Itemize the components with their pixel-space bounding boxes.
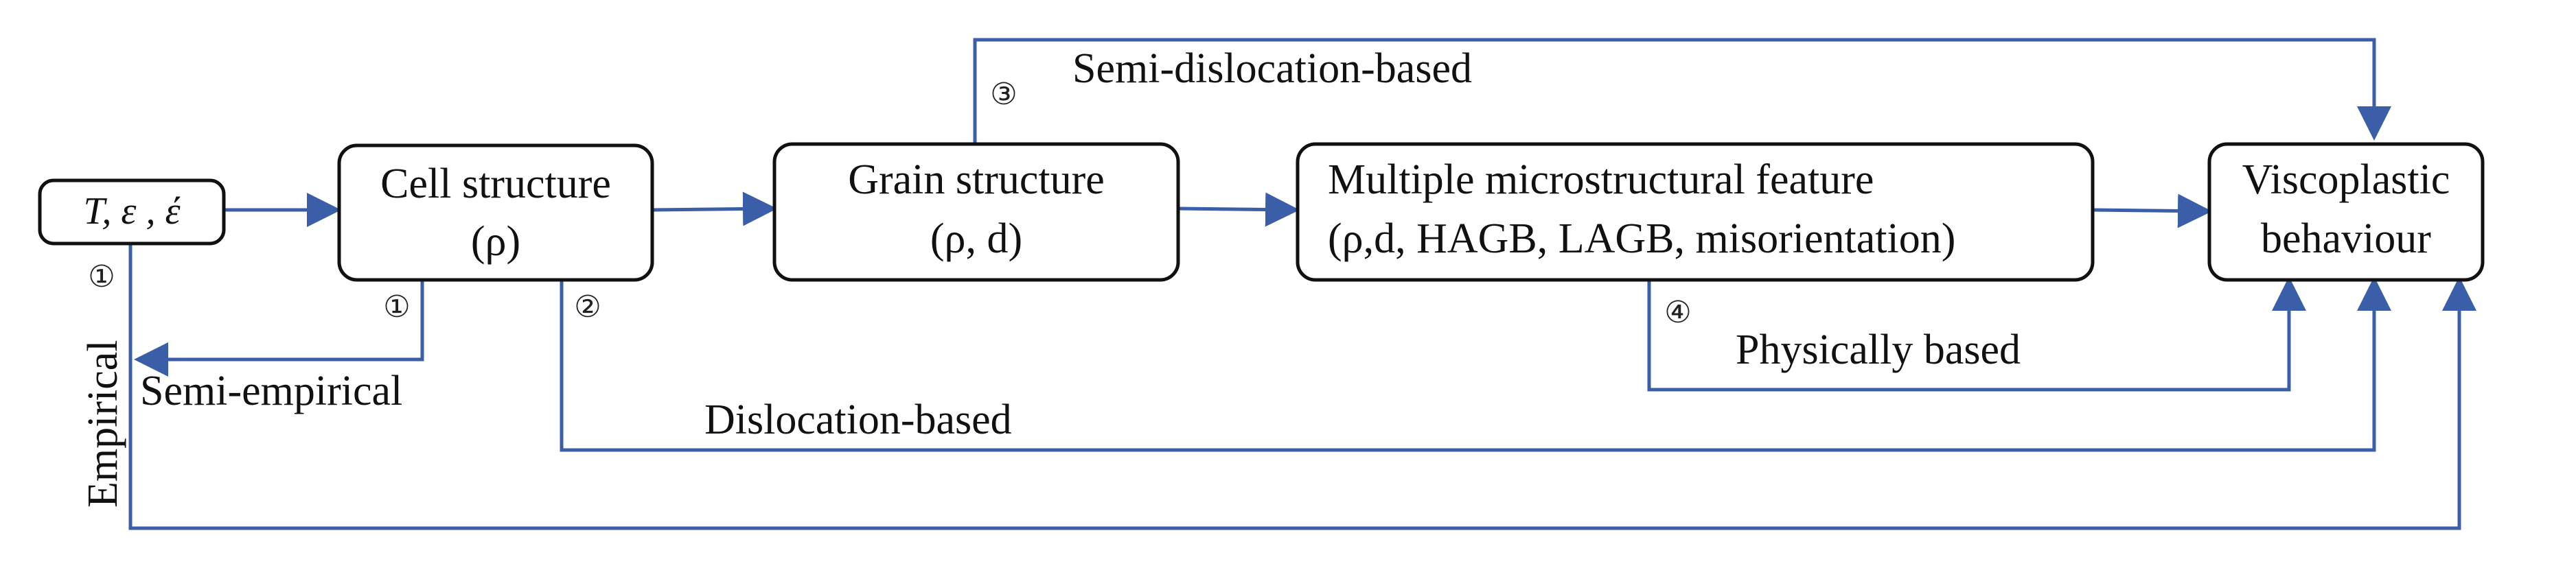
input-label: T, ε , έ (83, 190, 181, 233)
label-dislocation-based: Dislocation-based (704, 397, 1012, 443)
visco-title: Viscoplastic (2242, 156, 2450, 203)
multi-subtitle: (ρ,d, HAGB, LAGB, misorientation) (1328, 215, 1955, 262)
marker-semi-dislocation: ③ (990, 77, 1017, 112)
marker-dislocation: ② (574, 289, 601, 324)
marker-empirical: ① (88, 259, 115, 294)
cell-title: Cell structure (380, 161, 611, 207)
visco-subtitle: behaviour (2261, 215, 2431, 262)
grain-subtitle: (ρ, d) (930, 215, 1022, 262)
edge-semi-empirical (134, 280, 424, 377)
node-viscoplastic: Viscoplastic behaviour (2207, 142, 2485, 282)
multi-title: Multiple microstructural feature (1328, 156, 1874, 203)
label-empirical: Empirical (80, 340, 126, 508)
grain-title: Grain structure (848, 156, 1105, 203)
edge-empirical (128, 244, 2476, 530)
label-physically-based: Physically based (1736, 327, 2021, 373)
node-multiple-features: Multiple microstructural feature (ρ,d, H… (1296, 142, 2095, 282)
marker-semi-empirical: ① (383, 289, 410, 324)
edge-cell-to-grain (652, 191, 777, 226)
label-semi-empirical: Semi-empirical (140, 368, 402, 414)
node-grain-structure: Grain structure (ρ, d) (772, 142, 1180, 282)
label-semi-dislocation: Semi-dislocation-based (1072, 45, 1472, 92)
path-markers: ① ① ② ③ ④ (88, 77, 1691, 330)
edge-dislocation-based (560, 276, 2391, 452)
node-input: T, ε , έ (38, 178, 226, 246)
edges (128, 38, 2476, 530)
cell-subtitle: (ρ) (471, 218, 520, 265)
edge-physically-based (1647, 276, 2306, 392)
edge-labels: Semi-dislocation-based Physically based … (80, 45, 2021, 508)
edge-multi-to-visco (2092, 193, 2212, 228)
marker-physically: ④ (1664, 295, 1691, 330)
node-cell-structure: Cell structure (ρ) (337, 143, 654, 282)
edge-grain-to-multi (1177, 192, 1300, 227)
edge-semi-dislocation (973, 38, 2391, 143)
